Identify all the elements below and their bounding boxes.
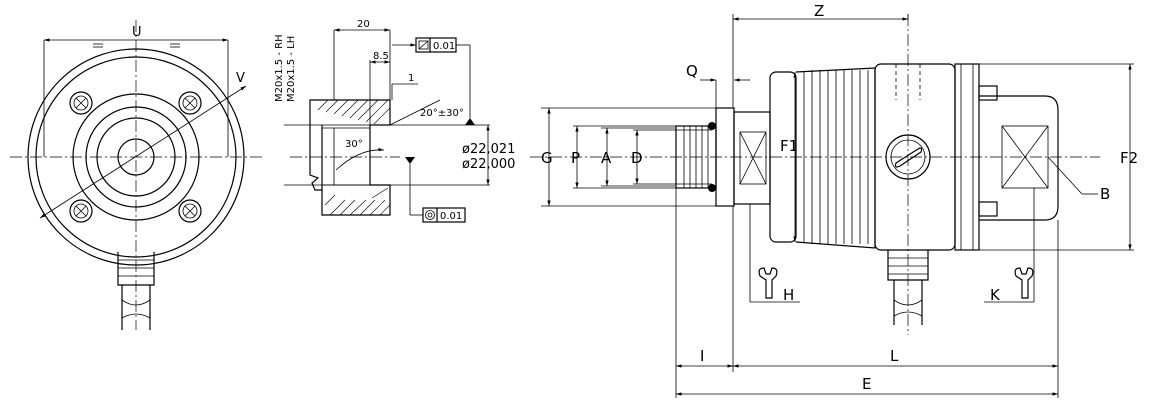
label-k: K	[990, 286, 1001, 304]
dim-20-label: 20	[357, 19, 370, 30]
datum-triangle-icon	[465, 118, 475, 125]
dim-1-label: 1	[408, 73, 414, 84]
flatness-symbol-icon	[418, 40, 429, 50]
chamfer-angle-label: 20°±30°	[420, 108, 464, 119]
label-h: H	[783, 286, 794, 304]
label-b: B	[1100, 185, 1110, 203]
dim-d-label: D	[631, 149, 643, 167]
cone-angle-label: 30°	[345, 139, 363, 150]
bolt-hole	[69, 199, 93, 223]
runout-tolerance-frame: 0.01	[392, 37, 471, 118]
dia-max-label: ø22,021	[462, 142, 515, 157]
dim-v-label: V	[236, 71, 245, 86]
dim-u-label: U	[132, 25, 142, 40]
tol-concentricity-value: 0.01	[440, 211, 462, 222]
dia-min-label: ø22,000	[462, 157, 515, 172]
dim-z-label: Z	[814, 2, 824, 20]
thread-lh-label: M20x1.5 - LH	[286, 36, 297, 102]
dim-g-label: G	[541, 149, 553, 167]
tol-runout-value: 0.01	[433, 41, 455, 52]
dim-e-label: E	[862, 375, 871, 393]
thread-rh-label: M20x1.5 - RH	[274, 34, 285, 102]
bolt-hole	[178, 199, 202, 223]
side-view: Z Q G P A D F1 F2 B	[530, 2, 1138, 398]
bolt-hole	[178, 91, 202, 115]
bolt-hole	[69, 91, 93, 115]
concentricity-symbol-icon	[425, 210, 435, 220]
wrench-icon	[758, 267, 778, 299]
dim-l-label: L	[890, 347, 899, 365]
wrench-icon	[1014, 267, 1034, 299]
section-view: M20x1.5 - RH M20x1.5 - LH 20 8.5	[274, 19, 515, 223]
dim-a-label: A	[601, 149, 612, 167]
dim-f1-label: F1	[780, 137, 798, 155]
front-view: U V	[10, 20, 262, 330]
dim-f2-label: F2	[1120, 149, 1138, 167]
dim-i-label: I	[700, 347, 704, 365]
dim-8-5-label: 8.5	[373, 51, 389, 62]
datum-triangle-icon	[405, 157, 415, 164]
dim-q-label: Q	[686, 62, 698, 80]
concentricity-tolerance-frame: 0.01	[409, 164, 466, 223]
dim-p-label: P	[571, 149, 580, 167]
